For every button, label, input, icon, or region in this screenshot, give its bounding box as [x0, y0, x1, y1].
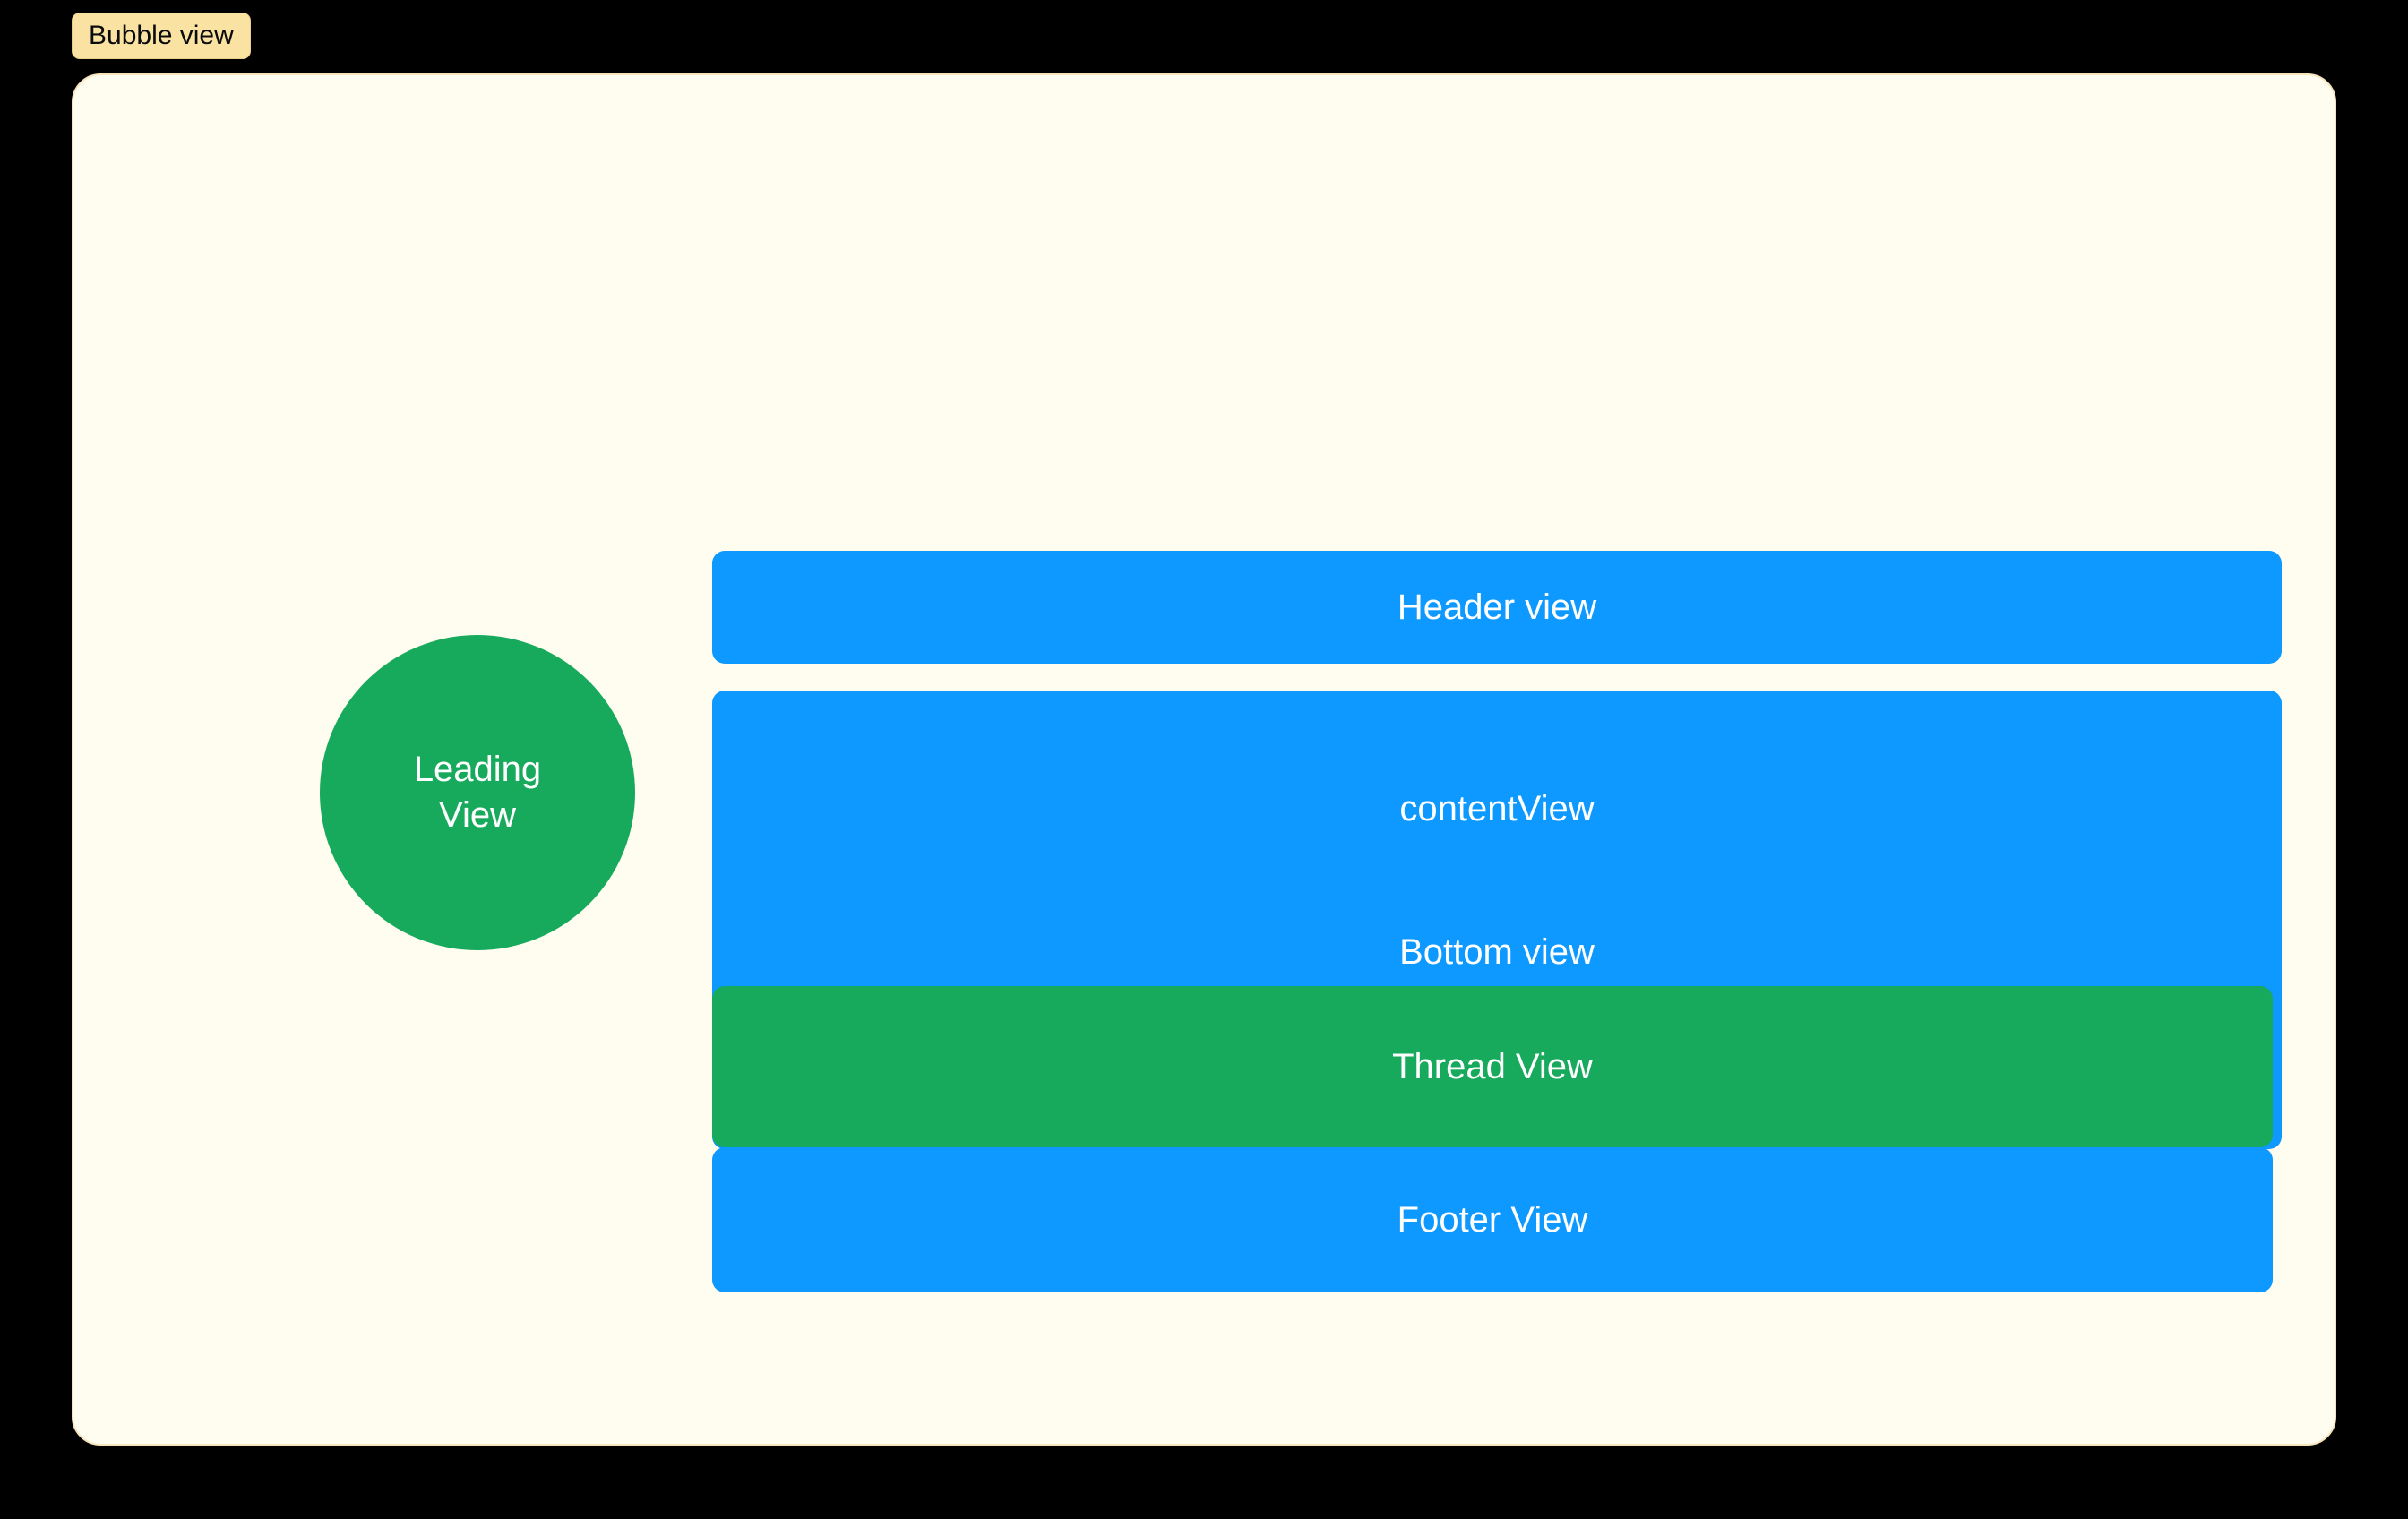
leading-view-label-line-1: Leading — [413, 749, 542, 789]
footer-view-label: Footer View — [1397, 1200, 1588, 1240]
bubble-view-annotation-label: Bubble view — [89, 21, 234, 50]
thread-view: Thread View — [712, 986, 2273, 1147]
thread-view-label: Thread View — [1392, 1047, 1593, 1086]
footer-view: Footer View — [712, 1147, 2273, 1292]
bubble-view-annotation-badge: Bubble view — [72, 13, 251, 59]
leading-view: Leading View — [320, 635, 635, 950]
header-view: Header view — [712, 551, 2282, 664]
bubble-view-container: Leading View Header view contentView Bot… — [72, 73, 2336, 1446]
leading-view-label-line-2: View — [439, 795, 516, 835]
bottom-view-label: Bottom view — [1399, 932, 1595, 972]
header-view-label: Header view — [1397, 588, 1597, 627]
content-view-label: contentView — [1399, 789, 1595, 828]
